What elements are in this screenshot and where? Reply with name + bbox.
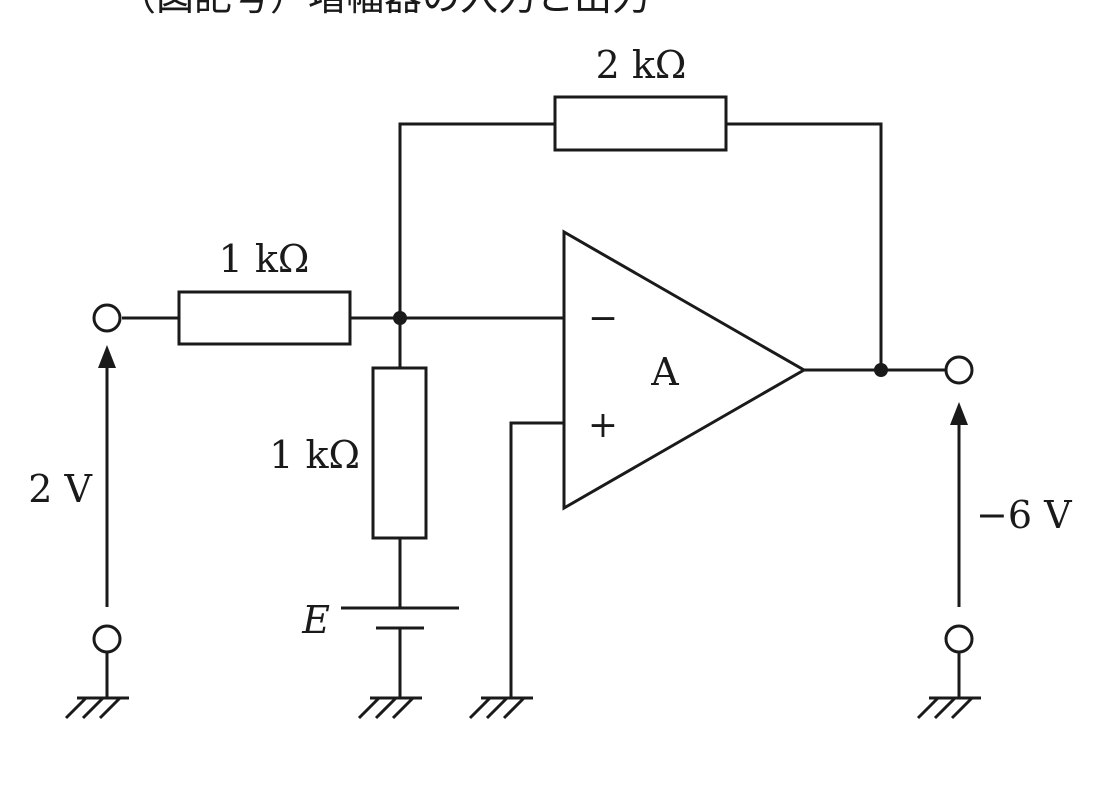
wire-noninverting-to-ground [509,421,564,698]
input-voltage-label: 2 V [28,467,92,511]
noninverting-input-sign: + [588,405,618,446]
shunt-resistor-label: 1 kΩ [269,433,360,477]
output-terminal [944,355,974,385]
wire-feedback-left [398,122,555,318]
output-voltage-arrow [950,402,968,607]
input-resistor-label: 1 kΩ [219,237,310,281]
inverting-input-sign: − [588,298,618,339]
battery-symbol [341,606,459,630]
opamp-triangle [562,229,808,511]
feedback-resistor [553,95,728,152]
battery-label: E [301,598,330,642]
output-arrow-head [950,402,968,425]
input-ground-terminal [92,624,122,654]
feedback-resistor-label: 2 kΩ [596,43,687,87]
wires [105,122,961,698]
input-voltage-arrow [98,345,116,607]
output-ground-terminal [944,624,974,654]
ground-symbol-battery [357,696,422,720]
input-arrow-head [98,345,116,368]
wire-feedback-right [726,122,883,370]
input-terminal [92,303,122,333]
cropped-heading: （図記号）増幅器の入力と出力 [118,0,650,19]
ground-symbol-noninverting [468,696,533,720]
ground-symbol-left [64,696,129,720]
junction-dot-input [393,311,407,325]
output-voltage-label: −6 V [976,493,1072,537]
junction-dot-output [874,363,888,377]
input-resistor [177,290,352,346]
shunt-resistor [371,366,428,540]
ground-symbol-right [916,696,981,720]
opamp-label: A [650,350,679,394]
